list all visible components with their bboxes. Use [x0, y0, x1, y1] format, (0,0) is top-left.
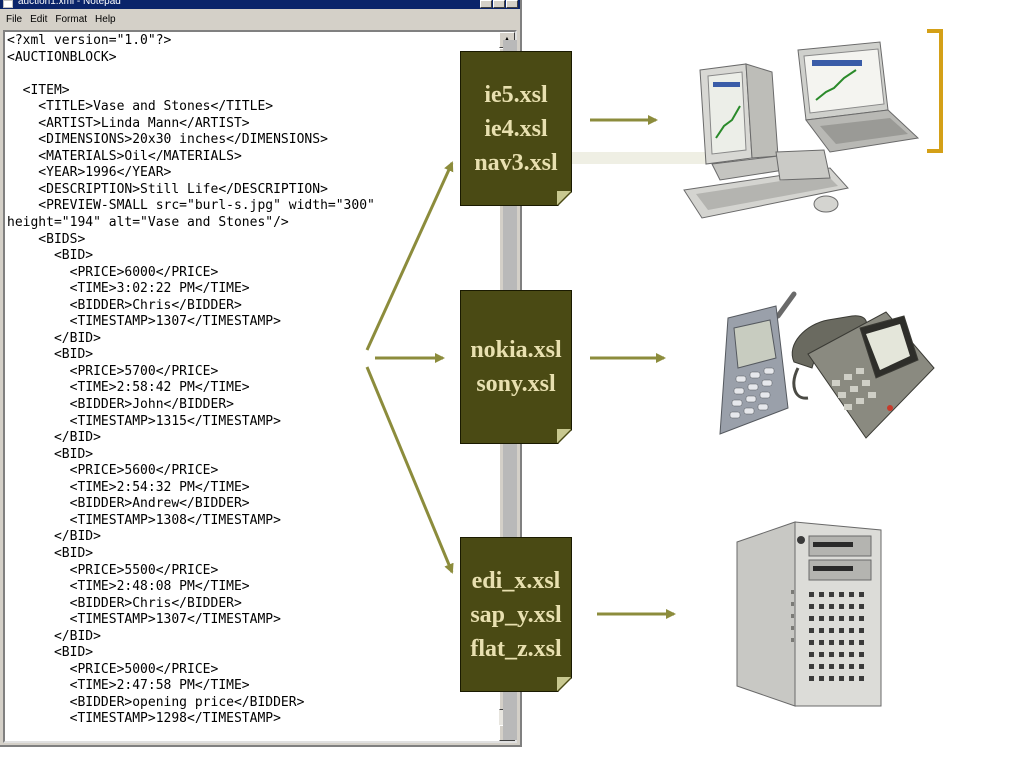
close-icon[interactable]: [506, 0, 518, 8]
menu-format[interactable]: Format: [55, 14, 88, 25]
window-title-bar[interactable]: auction1.xml - Notepad: [0, 0, 520, 9]
xsl-doc-phones: nokia.xsl sony.xsl: [460, 290, 572, 444]
pc-and-laptop-icon: [683, 41, 920, 219]
xsl-doc-browsers: ie5.xsl ie4.xsl nav3.xsl: [460, 51, 572, 206]
menu-bar: File Edit Format Help: [0, 9, 520, 30]
xml-source-text[interactable]: <?xml version="1.0"?> <AUCTIONBLOCK> <IT…: [7, 33, 375, 727]
window-title: auction1.xml - Notepad: [18, 0, 121, 7]
mobile-and-desk-phone-icon: [719, 291, 935, 439]
menu-edit[interactable]: Edit: [30, 14, 48, 25]
minimize-icon[interactable]: [480, 0, 492, 8]
window-controls: [480, 0, 518, 8]
text-editor[interactable]: <?xml version="1.0"?> <AUCTIONBLOCK> <IT…: [3, 30, 517, 743]
server-tower-icon: [736, 521, 882, 707]
menu-file[interactable]: File: [6, 14, 23, 25]
notepad-window: auction1.xml - Notepad File Edit Format …: [0, 0, 522, 747]
notepad-app-icon: [3, 0, 13, 8]
page-fold-icon: [557, 191, 571, 205]
maximize-icon[interactable]: [493, 0, 505, 8]
group-bracket: [927, 29, 943, 153]
page-fold-icon: [557, 677, 571, 691]
xsl-doc-systems: edi_x.xsl sap_y.xsl flat_z.xsl: [460, 537, 572, 692]
page-fold-icon: [557, 429, 571, 443]
xsl-doc-label: edi_x.xsl sap_y.xsl flat_z.xsl: [470, 567, 562, 662]
xsl-doc-label: nokia.xsl sony.xsl: [470, 337, 562, 397]
menu-help[interactable]: Help: [95, 14, 116, 25]
xsl-doc-label: ie5.xsl ie4.xsl nav3.xsl: [474, 81, 558, 176]
